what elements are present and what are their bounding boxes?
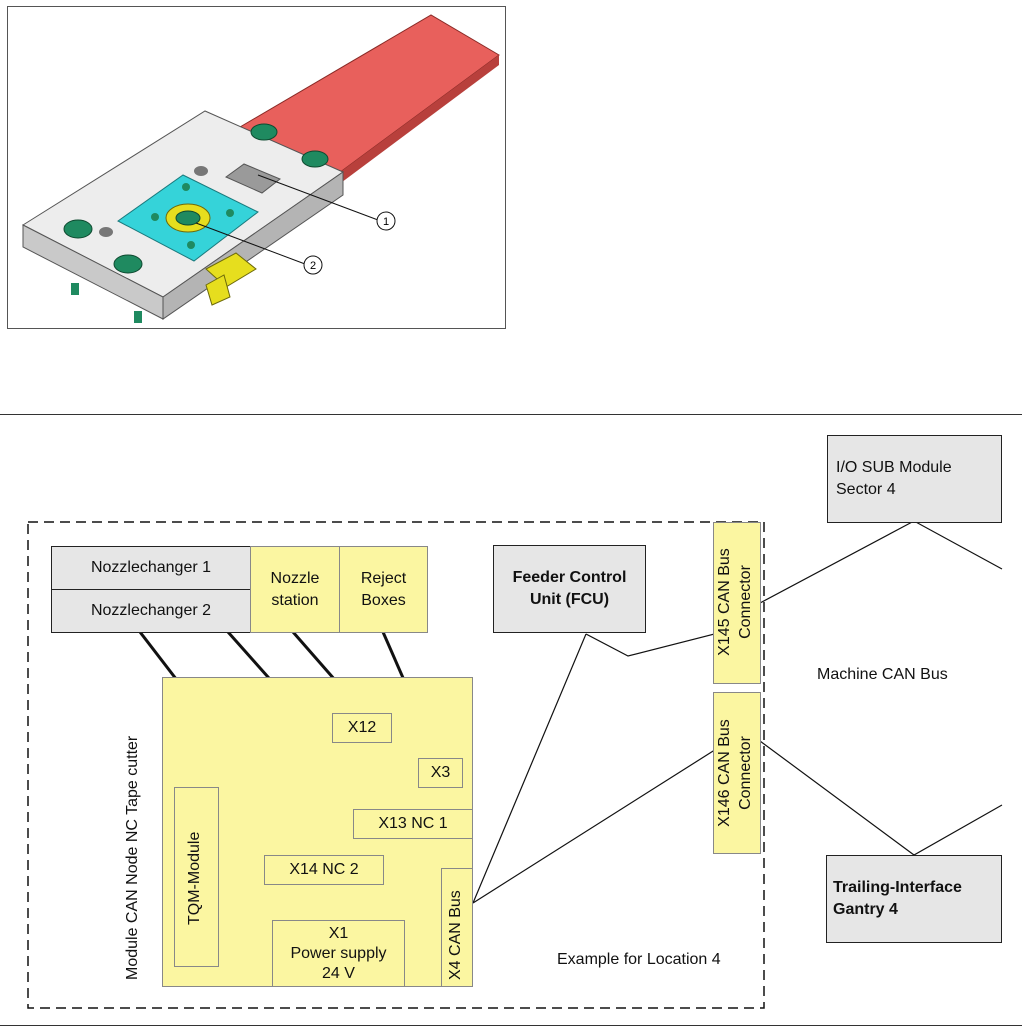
nozzlechanger-1-label: Nozzlechanger 1 <box>90 559 212 576</box>
callout-circle <box>303 255 323 275</box>
base-block-side <box>162 171 344 320</box>
x1-power-supply-port: X1 Power supply 24 V <box>272 920 405 987</box>
x4-can-bus-port <box>441 868 473 987</box>
x145-connector <box>713 522 761 684</box>
callout-leader <box>257 174 379 221</box>
screw-icon <box>226 209 234 217</box>
x145-connector-label: X145 CAN Bus Connector <box>716 548 754 656</box>
reject-boxes-label: Reject Boxes <box>360 569 407 609</box>
nozzlechanger-2-label: Nozzlechanger 2 <box>90 602 212 619</box>
screw-icon <box>151 213 159 221</box>
screw-icon <box>63 219 93 239</box>
screw-icon <box>113 254 143 274</box>
module-can-node-label: Module CAN Node NC Tape cutter <box>124 735 141 980</box>
foot <box>71 283 79 295</box>
x14-label: X14 NC 2 <box>289 861 359 878</box>
nozzlechanger-1-box: Nozzlechanger 1 <box>51 546 251 590</box>
feeder-control-unit-box: Feeder Control Unit (FCU) <box>493 545 646 633</box>
hole-icon <box>99 227 113 237</box>
can-line-x146 <box>472 733 741 904</box>
connector-plug <box>205 274 231 306</box>
x13-port: X13 NC 1 <box>353 809 473 839</box>
screw-icon <box>250 123 278 141</box>
tqm-module-box <box>174 787 219 967</box>
trailing-interface-label: Trailing-Interface Gantry 4 <box>833 879 962 918</box>
x14-port: X14 NC 2 <box>264 855 384 885</box>
nozzle-station-label: Nozzle station <box>270 569 320 609</box>
x146-connector-label: X146 CAN Bus Connector <box>716 719 754 827</box>
component-illustration: 1 2 <box>21 14 500 323</box>
hole-icon <box>194 166 208 176</box>
machine-can-line-top <box>759 520 1003 604</box>
x146-connector <box>713 692 761 854</box>
screw-icon <box>182 183 190 191</box>
fcu-label: Feeder Control Unit (FCU) <box>512 569 627 608</box>
foot <box>134 311 142 323</box>
x3-port: X3 <box>418 758 463 788</box>
can-line-fcu <box>472 633 587 904</box>
trailing-interface-box: Trailing-Interface Gantry 4 <box>826 855 1002 943</box>
machine-can-line-bottom <box>759 740 1003 856</box>
x13-label: X13 NC 1 <box>378 815 448 832</box>
can-bus-schematic: Nozzlechanger 1 Nozzlechanger 2 Nozzle s… <box>0 414 1022 1026</box>
x4-can-bus-label: X4 CAN Bus <box>447 890 464 980</box>
io-sub-module-box: I/O SUB Module Sector 4 <box>827 435 1002 523</box>
callout-number: 1 <box>383 216 389 228</box>
machine-can-bus-label: Machine CAN Bus <box>817 666 948 683</box>
x12-port: X12 <box>332 713 392 743</box>
x12-label: X12 <box>347 719 377 736</box>
nozzlechanger-2-box: Nozzlechanger 2 <box>51 589 251 633</box>
component-illustration-frame: 1 2 <box>7 6 506 329</box>
slot-opening <box>225 163 281 194</box>
screw-icon <box>187 241 195 249</box>
callout-leader <box>195 222 306 265</box>
nozzle-center <box>175 210 201 226</box>
callout-number: 2 <box>310 260 316 272</box>
screw-icon <box>301 150 329 168</box>
tape-guide-edge <box>320 55 499 197</box>
example-location-caption: Example for Location 4 <box>557 951 721 968</box>
callout-circle <box>376 211 396 231</box>
nozzle-station-box: Nozzle station <box>250 546 340 633</box>
reject-boxes-box: Reject Boxes <box>339 546 428 633</box>
io-sub-module-label: I/O SUB Module Sector 4 <box>836 459 952 498</box>
x1-label: X1 Power supply 24 V <box>290 924 387 982</box>
x3-label: X3 <box>430 764 451 781</box>
tqm-module-label: TQM-Module <box>186 831 203 925</box>
